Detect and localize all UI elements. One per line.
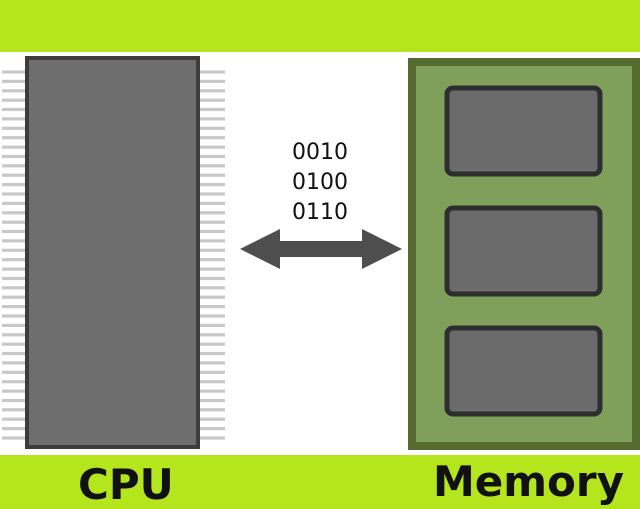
cpu-pin-right (198, 398, 225, 403)
cpu-pin-right (198, 220, 225, 224)
cpu-pin-right (198, 145, 225, 149)
cpu-pin-left (2, 192, 26, 196)
cpu-pin-left (2, 436, 26, 440)
cpu-pin-right (198, 417, 225, 421)
cpu-pin-right (198, 286, 225, 290)
cpu-pin-right (198, 370, 225, 374)
cpu-label: CPU (78, 460, 174, 509)
cpu-pin-left (2, 220, 26, 224)
cpu-pin-left (2, 305, 26, 309)
cpu-pin-left (2, 107, 26, 112)
cpu-pin-right (198, 154, 225, 159)
cpu-pin-left (2, 314, 26, 318)
cpu-pin-right (198, 201, 225, 205)
cpu-pin-left (2, 211, 26, 215)
cpu-pin-left (2, 126, 26, 130)
cpu-pin-left (2, 333, 26, 337)
cpu-pin-left (2, 89, 26, 93)
cpu-pin-left (2, 183, 26, 187)
cpu-pin-right (198, 333, 225, 337)
memory-slots (444, 85, 603, 417)
cpu-pin-right (198, 258, 225, 262)
memory-slot (444, 205, 603, 297)
cpu-pin-left (2, 145, 26, 149)
cpu-pin-left (2, 427, 26, 431)
cpu-pin-right (198, 305, 225, 309)
cpu-pins (2, 70, 225, 440)
cpu-pin-left (2, 398, 26, 403)
cpu-pin-right (198, 248, 225, 252)
cpu-pin-right (198, 126, 225, 130)
cpu-pin-right (198, 79, 225, 83)
cpu-pin-right (198, 389, 225, 393)
cpu-pin-left (2, 351, 26, 356)
bus-data-words: 0010 0100 0110 (258, 138, 382, 228)
cpu-pin-left (2, 248, 26, 252)
cpu-pin-right (198, 380, 225, 384)
data-word: 0110 (292, 200, 348, 225)
cpu-pin-right (198, 117, 225, 121)
cpu-pin-right (198, 427, 225, 431)
cpu-pin-right (198, 173, 225, 177)
cpu-pin-left (2, 295, 26, 299)
cpu-pin-right (198, 342, 225, 346)
cpu-pin-left (2, 361, 26, 365)
cpu-pin-right (198, 267, 225, 271)
cpu-pin-left (2, 173, 26, 177)
cpu-pin-right (198, 436, 225, 440)
cpu-pin-right (198, 323, 225, 327)
cpu-pin-right (198, 295, 225, 299)
data-word: 0100 (292, 170, 348, 195)
cpu-pin-left (2, 239, 26, 243)
cpu-pin-left (2, 417, 26, 421)
cpu-pin-left (2, 267, 26, 271)
cpu-pin-left (2, 408, 26, 412)
cpu-pin-left (2, 370, 26, 374)
cpu-pin-left (2, 389, 26, 393)
cpu-pin-right (198, 239, 225, 243)
cpu-pin-left (2, 323, 26, 327)
cpu-pin-left (2, 164, 26, 168)
cpu-chip (25, 56, 200, 449)
cpu-pin-left (2, 342, 26, 346)
cpu-pin-left (2, 276, 26, 281)
cpu-pin-left (2, 98, 26, 102)
cpu-pin-left (2, 286, 26, 290)
cpu-pin-left (2, 117, 26, 121)
memory-slot (444, 325, 603, 417)
cpu-pin-right (198, 70, 225, 74)
cpu-pin-right (198, 107, 225, 112)
cpu-pin-right (198, 351, 225, 356)
cpu-pin-right (198, 314, 225, 318)
cpu-pin-left (2, 380, 26, 384)
cpu-pin-left (2, 154, 26, 159)
cpu-pin-right (198, 183, 225, 187)
cpu-pin-right (198, 229, 225, 234)
cpu-pin-left (2, 258, 26, 262)
cpu-pin-right (198, 89, 225, 93)
cpu-pin-right (198, 211, 225, 215)
cpu-pin-right (198, 408, 225, 412)
memory-label: Memory (433, 457, 624, 506)
cpu-pin-right (198, 276, 225, 281)
cpu-pin-right (198, 98, 225, 102)
cpu-pin-left (2, 201, 26, 205)
cpu-pin-right (198, 164, 225, 168)
cpu-pin-left (2, 79, 26, 83)
cpu-pin-right (198, 361, 225, 365)
cpu-pin-right (198, 192, 225, 196)
cpu-pin-left (2, 229, 26, 234)
cpu-pin-left (2, 70, 26, 74)
cpu-pin-right (198, 136, 225, 140)
memory-slot (444, 85, 603, 177)
bidirectional-arrow-icon (240, 229, 402, 269)
data-word: 0010 (292, 140, 348, 165)
cpu-pin-left (2, 136, 26, 140)
